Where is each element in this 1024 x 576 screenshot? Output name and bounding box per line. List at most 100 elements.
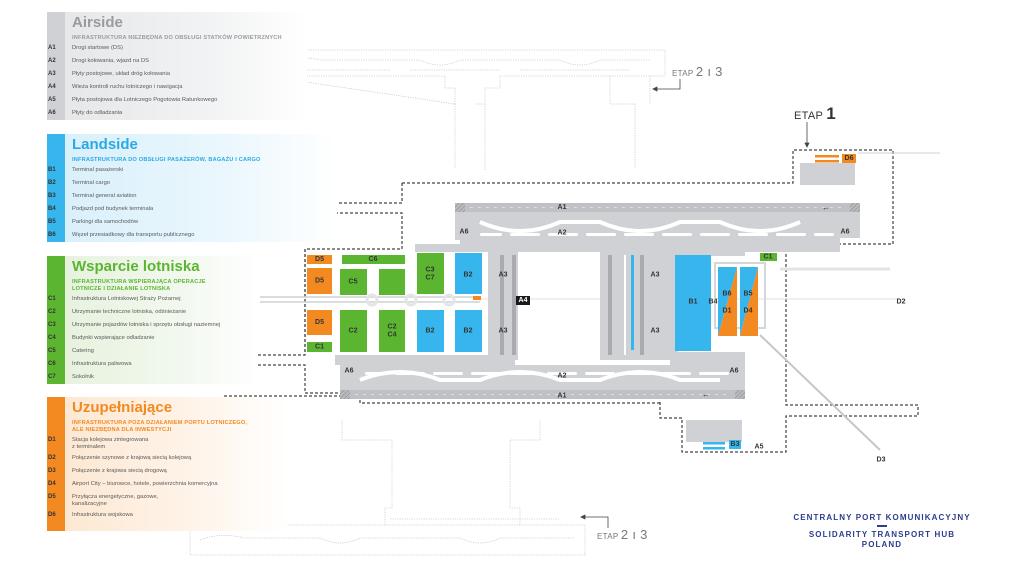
brand-name-en: SOLIDARITY TRANSPORT HUB — [808, 530, 956, 539]
brand-name-pl: CENTRALNY PORT KOMUNIKACYJNY — [793, 513, 971, 522]
building-b2-a — [417, 310, 444, 352]
label-a3-3: A3 — [651, 272, 660, 279]
legend-airport-support: Wsparcie lotniska INFRASTRUKTURA WSPIERA… — [47, 256, 257, 384]
label-a3-4: A3 — [651, 328, 660, 335]
label-c1-b: C1 — [764, 254, 773, 261]
label-a5: A5 — [755, 444, 764, 451]
building-d5-b — [307, 268, 332, 294]
d6-badge — [842, 154, 856, 163]
label-c3: C3 — [426, 267, 435, 274]
runway-direction-icon: ← — [702, 390, 710, 399]
building-b2-c — [455, 310, 482, 352]
legend-airside-bar — [47, 12, 65, 120]
b1-concourse-people-mover — [631, 255, 634, 350]
label-d3: D3 — [877, 457, 886, 464]
label-a2-bottom: A2 — [558, 373, 567, 380]
legend-airside: Airside INFRASTRUKTURA NIEZBĘDNA DO OBSŁ… — [47, 12, 307, 120]
label-c2-a: C2 — [349, 328, 358, 335]
label-c5: C5 — [349, 279, 358, 286]
building-d5-a — [307, 255, 332, 264]
building-d5-c — [307, 310, 332, 335]
label-a3-1: A3 — [499, 272, 508, 279]
building-c1-a — [307, 342, 332, 352]
legend-support-title: Wsparcie lotniska — [72, 258, 200, 275]
legend-landside-title: Landside — [72, 136, 138, 153]
east-buildings — [675, 253, 777, 351]
stage-2-3-bottom-label: ETAP 2 ı 3 — [597, 527, 648, 542]
label-b2-a: B2 — [426, 328, 435, 335]
legend-complementary: Uzupełniające INFRASTRUKTURA POZA DZIAŁA… — [47, 397, 287, 531]
building-c2-c4 — [379, 310, 405, 352]
label-b1: B1 — [689, 299, 698, 306]
label-a1-top: A1 — [558, 204, 567, 211]
brand-block: CENTRALNY PORT KOMUNIKACYJNY SOLIDARITY … — [768, 513, 996, 550]
label-d1: D1 — [723, 308, 732, 315]
building-c3-c7 — [417, 253, 444, 294]
label-c2-b: C2 — [388, 324, 397, 331]
brand-divider — [877, 525, 887, 527]
label-b5: B5 — [744, 291, 753, 298]
label-d5-c: D5 — [315, 319, 324, 326]
b3-badge — [729, 440, 741, 449]
label-a6-tr: A6 — [841, 229, 850, 236]
label-c7: C7 — [426, 275, 435, 282]
stage-2-3-top-label: ETAP 2 ı 3 — [672, 64, 723, 79]
legend-landside-bar — [47, 134, 65, 242]
label-d4: D4 — [744, 308, 753, 315]
label-c1-a: C1 — [315, 344, 324, 351]
building-b2-b — [455, 253, 482, 294]
a4-badge — [516, 296, 530, 305]
label-c4: C4 — [388, 332, 397, 339]
label-b3: B3 — [731, 441, 740, 448]
stage-arrows — [580, 79, 810, 528]
tower-marker — [473, 296, 481, 300]
future-stage-outline-bottom — [189, 420, 586, 556]
label-a4: A4 — [519, 297, 528, 304]
label-d5-a: D5 — [315, 256, 324, 263]
map-labels: A1 A2 A2 A1 A6 A6 A6 A6 A3 A3 A3 A3 A4 A… — [315, 154, 906, 464]
legend-landside: Landside INFRASTRUKTURA DO OBSŁUGI PASAŻ… — [47, 134, 337, 242]
building-c6 — [342, 255, 405, 264]
building-b1 — [675, 255, 711, 351]
legend-complementary-title: Uzupełniające — [72, 399, 173, 416]
label-a1-bottom: A1 — [558, 393, 567, 400]
stands — [500, 255, 644, 355]
legend-support-bar — [47, 256, 65, 384]
label-a3-2: A3 — [499, 328, 508, 335]
label-b2-c: B2 — [464, 328, 473, 335]
legend-airside-title: Airside — [72, 14, 123, 31]
legend-landside-subtitle: INFRASTRUKTURA DO OBSŁUGI PASAŻERÓW, BAG… — [72, 157, 261, 163]
west-buildings — [307, 253, 482, 352]
label-d6: D6 — [845, 155, 854, 162]
building-c5 — [340, 269, 367, 295]
label-a6-tl: A6 — [460, 229, 469, 236]
airside-bottom: ← — [340, 365, 745, 450]
label-d2: D2 — [897, 299, 906, 306]
label-d5-b: D5 — [315, 278, 324, 285]
label-b2-b: B2 — [464, 272, 473, 279]
